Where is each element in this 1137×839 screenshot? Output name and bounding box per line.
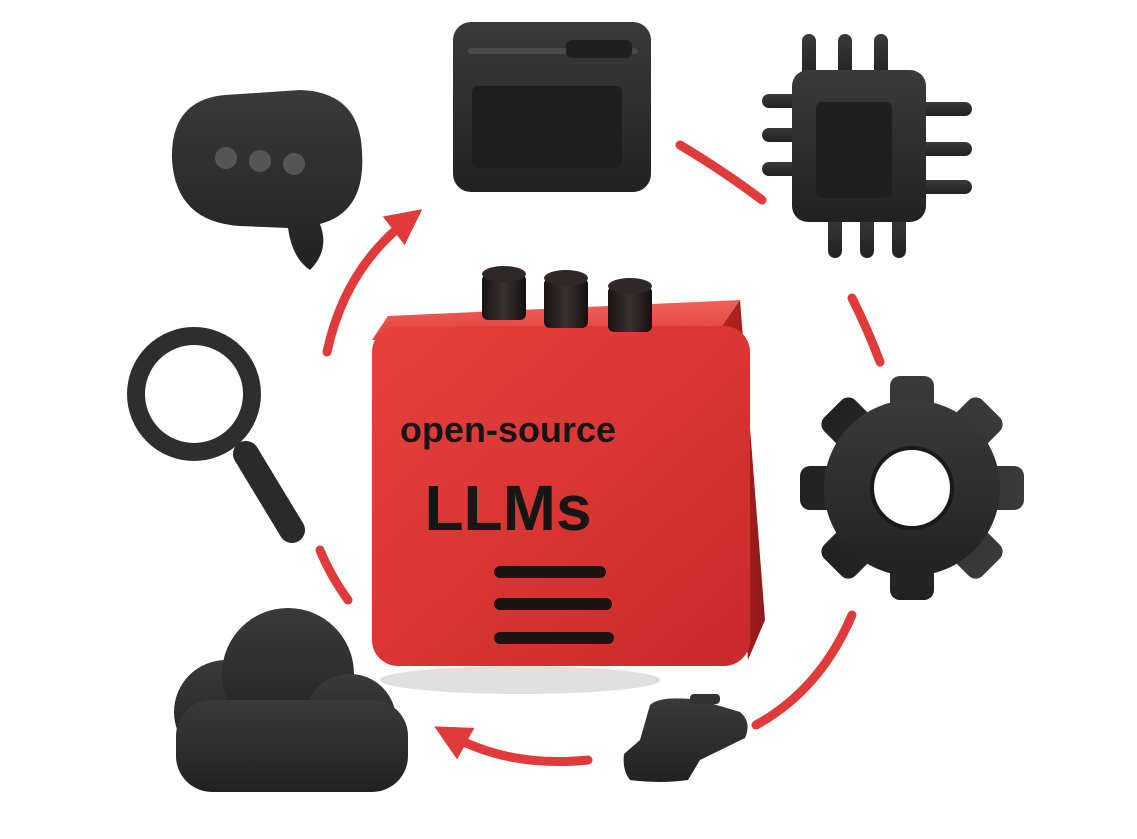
gear-icon (800, 376, 1024, 600)
magnifier-icon (127, 327, 305, 543)
connector-gear-to-plug (751, 610, 857, 730)
connector-cloud-to-search (315, 545, 353, 605)
knob-3 (608, 278, 652, 332)
browser-window-icon (453, 22, 651, 192)
arrow-search-to-chat (322, 209, 423, 357)
cube-label-line1: open-source (400, 409, 616, 450)
arrow-plug-to-cloud (434, 726, 593, 767)
cube-knobs (482, 266, 652, 332)
cube-label-line2: LLMs (424, 472, 591, 544)
connector-window-to-chip (675, 140, 767, 205)
connector-chip-to-gear (847, 293, 885, 367)
cpu-chip-icon (762, 34, 972, 258)
chat-bubble-icon (171, 90, 363, 270)
llm-cube: open-source LLMs (372, 266, 765, 694)
plug-icon (623, 694, 748, 782)
cloud-icon (174, 608, 408, 792)
knob-2 (544, 270, 588, 328)
cube-lines-icon (494, 566, 614, 644)
knob-1 (482, 266, 526, 320)
cycle-arrows (315, 140, 885, 767)
